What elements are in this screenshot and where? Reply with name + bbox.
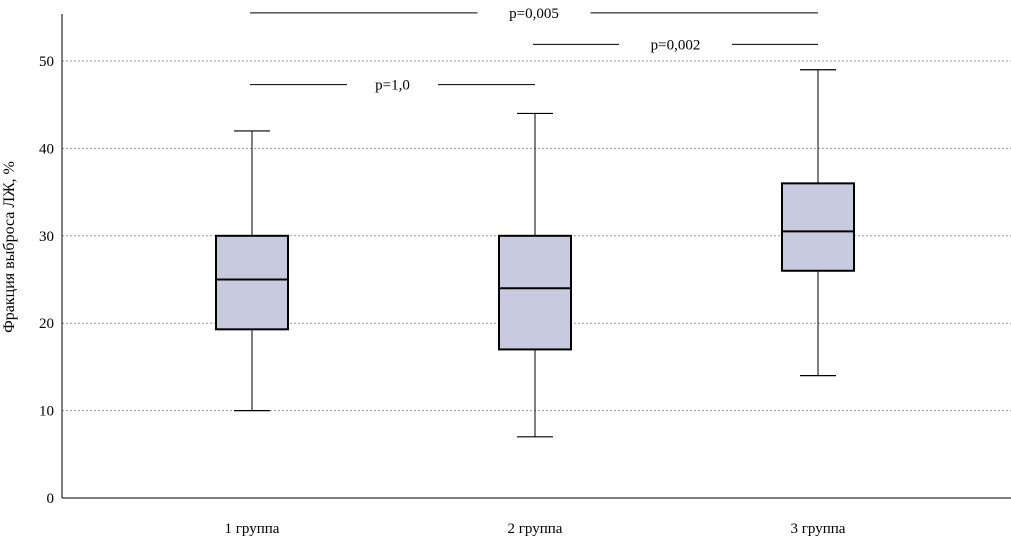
p-value-label: p=1,0 <box>375 78 410 94</box>
box-3 <box>781 69 855 377</box>
x-tick-label: 2 группа <box>508 521 563 537</box>
iqr-box <box>781 182 855 272</box>
x-tick-label: 3 группа <box>791 521 846 537</box>
comparison-brackets: p=0,005 p=0,002 p=1,0 <box>250 6 818 94</box>
comparison-bracket: p=0,005 <box>250 6 818 22</box>
y-tick-label: 30 <box>39 229 54 245</box>
p-value-label: p=0,002 <box>651 37 701 53</box>
y-tick-label: 10 <box>39 404 54 420</box>
iqr-box <box>215 234 289 331</box>
box-2 <box>498 112 572 438</box>
y-tick-label: 20 <box>39 316 54 332</box>
comparison-bracket: p=1,0 <box>250 78 535 94</box>
y-tick-label: 50 <box>39 54 54 70</box>
x-tick-label: 1 группа <box>225 521 280 537</box>
axes: 0 10 20 30 40 50 1 группа 2 группа 3 группа <box>39 14 1011 537</box>
y-tick-label: 40 <box>39 141 54 157</box>
box-1 <box>215 130 289 412</box>
comparison-bracket: p=0,002 <box>533 37 818 53</box>
iqr-box <box>498 234 572 351</box>
y-tick-label: 0 <box>47 491 55 507</box>
p-value-label: p=0,005 <box>509 6 559 22</box>
y-axis-label: Фракция выброса ЛЖ, % <box>1 161 18 333</box>
boxes <box>215 69 855 438</box>
